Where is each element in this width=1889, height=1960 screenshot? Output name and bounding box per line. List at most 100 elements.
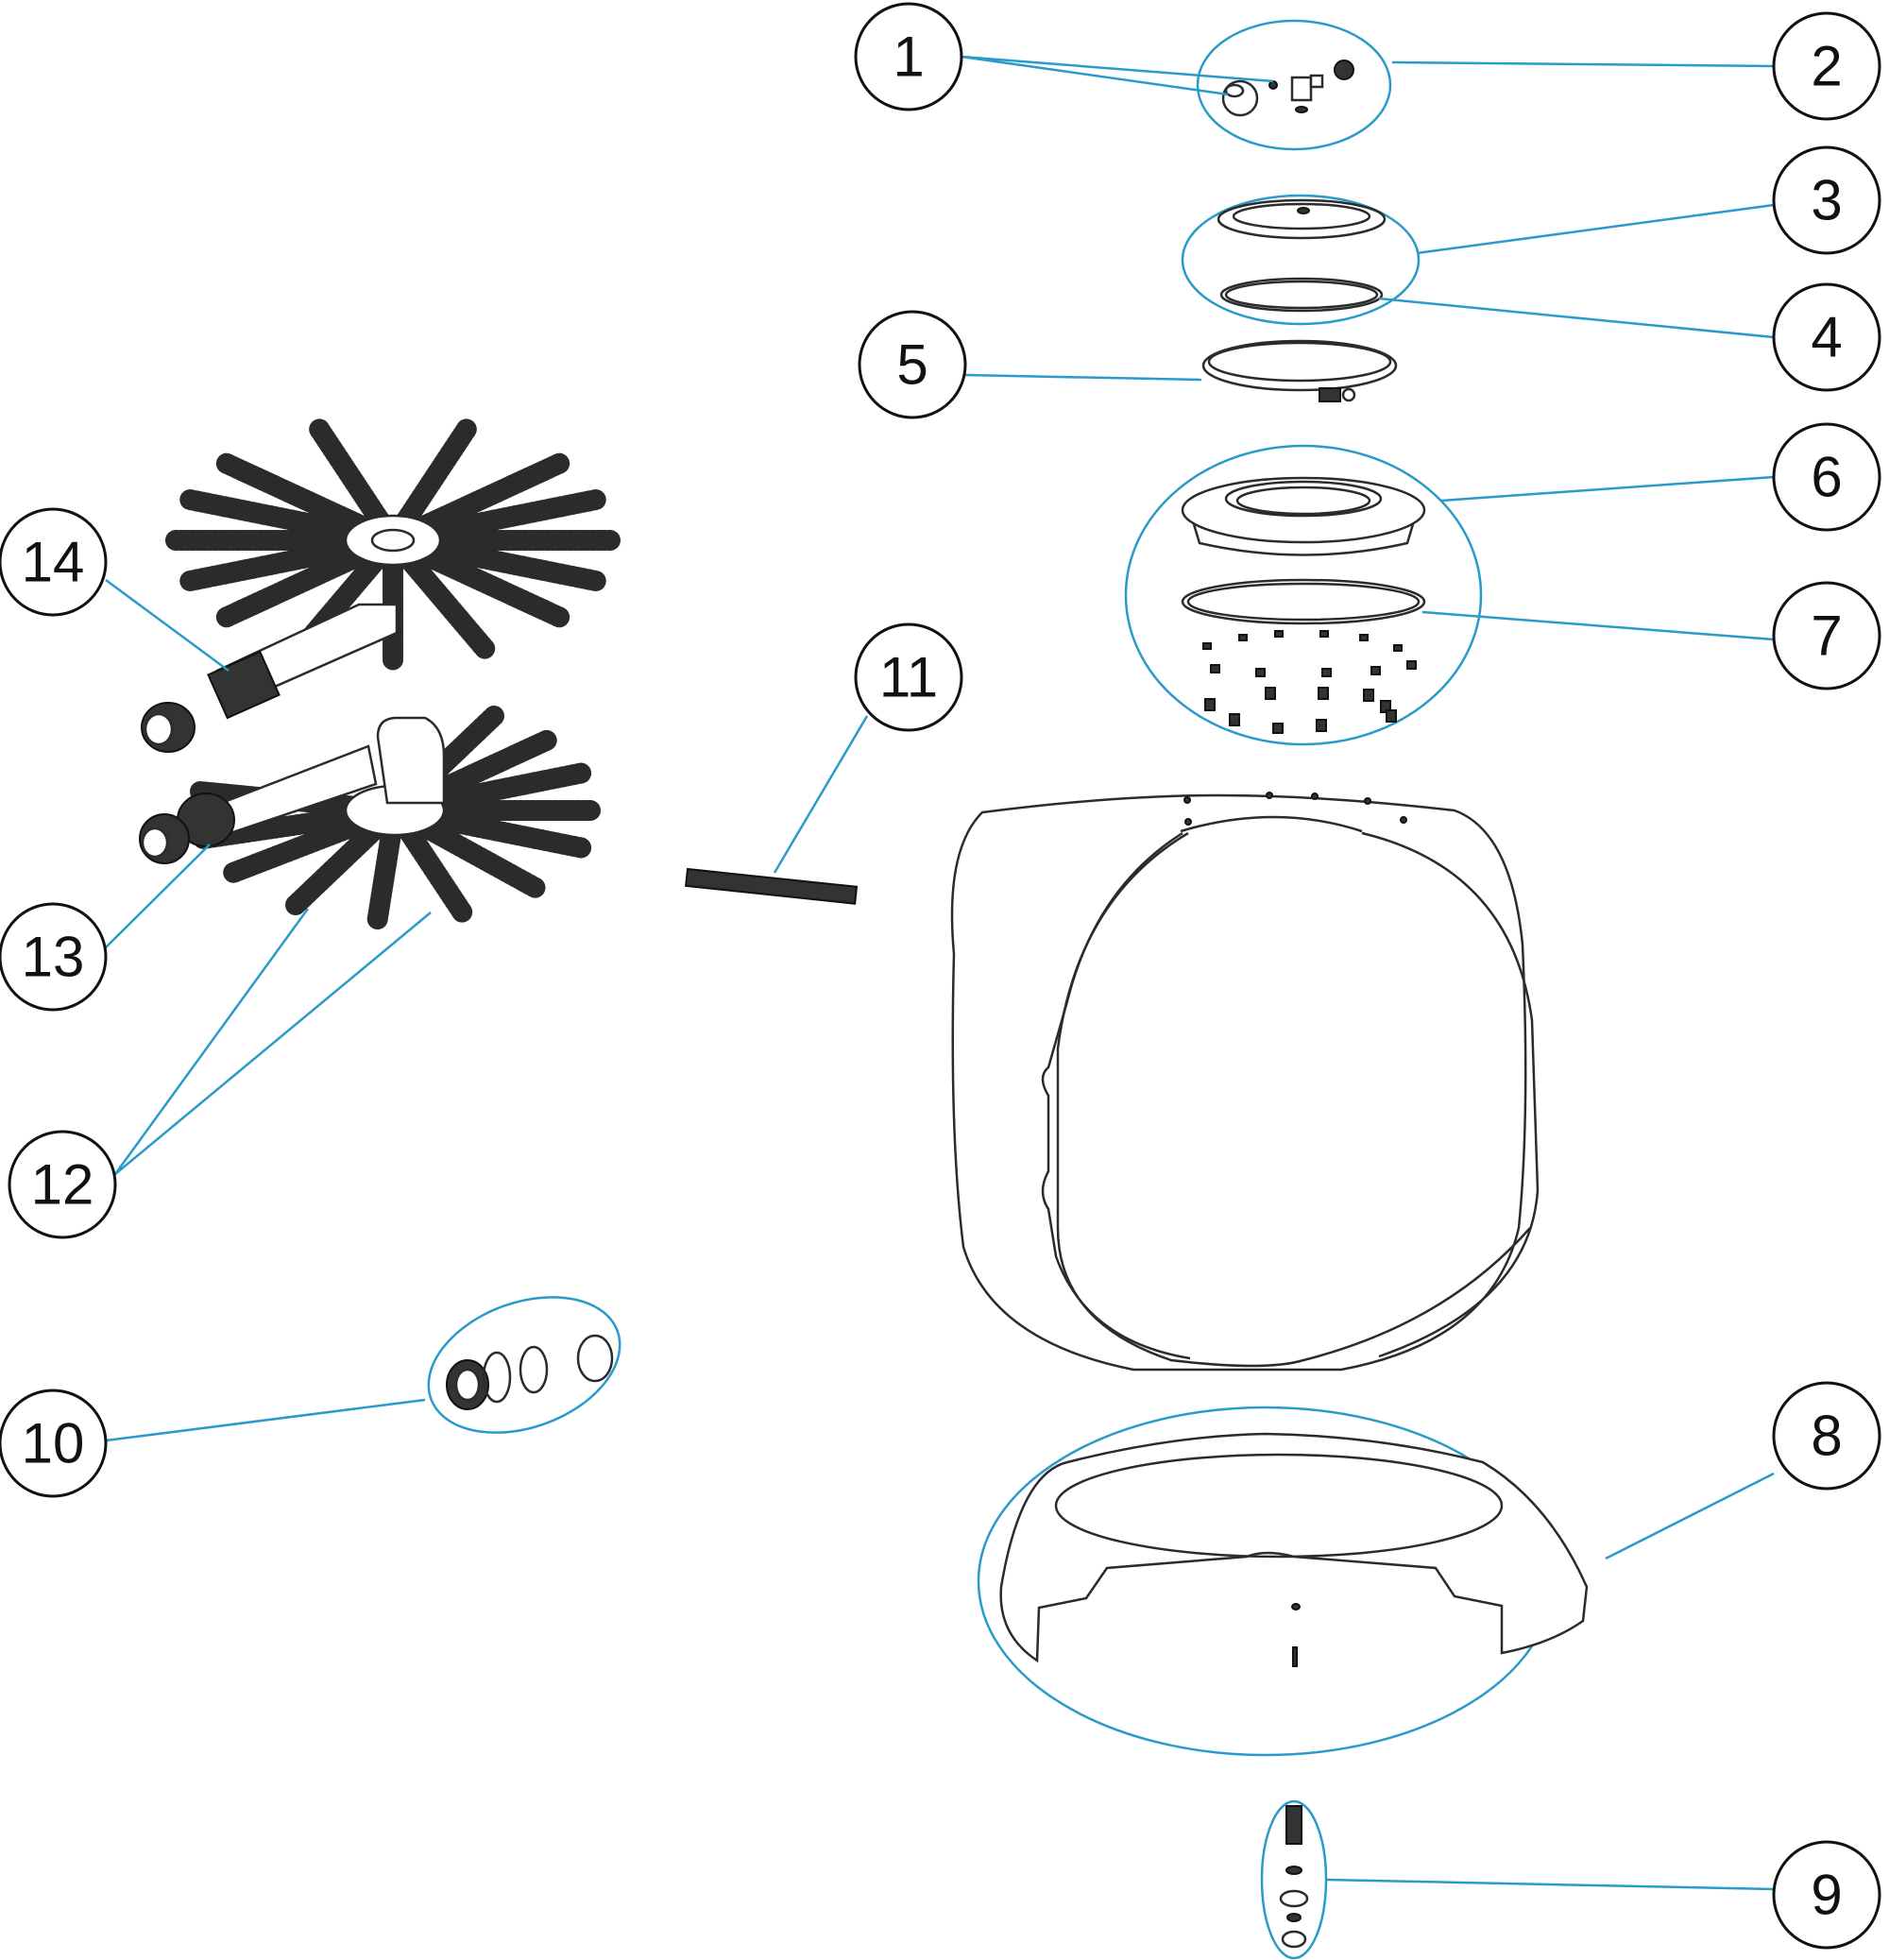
- tank-body: [950, 792, 1540, 1372]
- leader-6: [1440, 475, 1775, 503]
- part-8-base-screw: [1292, 1646, 1298, 1667]
- part-6-bolts: [1202, 630, 1417, 734]
- bolt: [1265, 687, 1276, 700]
- outline-2: [1196, 19, 1392, 151]
- leader-lines: [105, 55, 1775, 1891]
- leader-11: [773, 715, 869, 874]
- bolt: [1406, 660, 1417, 670]
- tank-shell: [950, 793, 1527, 1372]
- leader-3: [1416, 203, 1775, 255]
- part-2-elbow: [1290, 76, 1313, 102]
- svg-text:14: 14: [22, 531, 85, 594]
- outline-10: [427, 1296, 621, 1434]
- bolt: [1238, 634, 1248, 641]
- part-2-washer: [1295, 106, 1308, 113]
- part-4-oring-inner: [1224, 280, 1379, 310]
- leader-10: [105, 1398, 426, 1442]
- bolt: [1319, 630, 1329, 638]
- tank-neck: [1180, 815, 1363, 833]
- part-3-lid-hole: [1297, 207, 1310, 214]
- group-clamp: [1201, 339, 1398, 402]
- callout-2: 2: [1772, 11, 1881, 121]
- part-5-clamp-outer: [1201, 339, 1398, 392]
- part-3-lid: [1217, 198, 1387, 240]
- part-10-union-ring: [482, 1351, 512, 1404]
- callout-14: 14: [0, 507, 108, 617]
- group-diffuser-upper: [141, 418, 621, 753]
- svg-text:7: 7: [1811, 605, 1842, 668]
- leader-1b: [961, 55, 1229, 96]
- callout-10: 10: [0, 1389, 108, 1498]
- leader-5: [964, 373, 1202, 382]
- leader-12a: [113, 908, 310, 1175]
- svg-text:13: 13: [22, 926, 85, 989]
- tank-hole: [1311, 793, 1319, 800]
- leader-13: [105, 844, 211, 948]
- group-valve-parts: [1196, 19, 1392, 151]
- part-7-oring-inner: [1186, 582, 1421, 622]
- leader-12b: [114, 912, 432, 1175]
- leader-1a: [961, 55, 1274, 83]
- tank-hole: [1184, 818, 1192, 826]
- part-9-drain-plug: [1285, 1805, 1302, 1845]
- tank-panel-left: [1041, 831, 1191, 1360]
- callout-13: 13: [0, 902, 108, 1012]
- svg-text:9: 9: [1811, 1864, 1842, 1927]
- bolt: [1229, 713, 1240, 726]
- part-13-thread-end: [141, 827, 169, 859]
- svg-text:5: 5: [896, 333, 927, 397]
- tank-hole: [1183, 796, 1191, 804]
- part-8-base-hole: [1291, 1603, 1301, 1611]
- bolt: [1321, 668, 1332, 677]
- svg-text:2: 2: [1811, 35, 1842, 98]
- part-2-elbow-side: [1309, 74, 1324, 89]
- group-lateral: [685, 867, 859, 905]
- bolt: [1363, 689, 1374, 702]
- leader-2: [1391, 60, 1775, 68]
- part-11-lateral: [685, 867, 859, 905]
- part-10-union-hole: [454, 1368, 481, 1402]
- part-7-oring: [1181, 578, 1426, 625]
- bolt: [1359, 634, 1369, 641]
- part-5-clamp-inner: [1207, 341, 1392, 383]
- part-10-oring-2: [576, 1334, 614, 1383]
- part-8-base-inner: [1054, 1453, 1504, 1559]
- tank-hole: [1400, 816, 1407, 824]
- bolt: [1210, 664, 1220, 673]
- leader-8: [1605, 1472, 1775, 1560]
- part-2-nut: [1334, 60, 1354, 80]
- svg-text:12: 12: [31, 1153, 94, 1217]
- svg-text:6: 6: [1811, 446, 1842, 509]
- callout-12: 12: [8, 1130, 117, 1239]
- diffuser-upper-hub: [344, 514, 442, 567]
- outline-3-4: [1181, 194, 1421, 326]
- part-3-lid-inner: [1232, 202, 1371, 230]
- part-1-cap-top: [1224, 83, 1245, 98]
- part-6-flange-skirt: [1192, 523, 1415, 556]
- svg-text:1: 1: [893, 26, 924, 89]
- bolt: [1255, 668, 1266, 677]
- svg-text:8: 8: [1811, 1405, 1842, 1468]
- group-flange: [1124, 444, 1483, 746]
- part-9-washer: [1286, 1913, 1302, 1922]
- part-10-oring: [519, 1345, 549, 1394]
- callout-4: 4: [1772, 282, 1881, 392]
- bolt: [1272, 723, 1284, 734]
- callout-1: 1: [854, 2, 963, 111]
- leader-9: [1325, 1878, 1775, 1891]
- part-5-clamp-screw: [1319, 387, 1341, 402]
- bolt: [1386, 709, 1397, 723]
- bolt: [1274, 630, 1284, 638]
- part-9-nut: [1281, 1930, 1307, 1949]
- group-base: [977, 1406, 1589, 1757]
- bolt: [1393, 644, 1403, 652]
- leader-14: [105, 578, 230, 673]
- tank-hole: [1266, 792, 1273, 799]
- part-9-washer: [1285, 1866, 1302, 1875]
- callout-9: 9: [1772, 1840, 1881, 1950]
- group-lid: [1181, 194, 1421, 326]
- leader-4: [1378, 297, 1775, 339]
- part-13-elbow: [376, 716, 446, 805]
